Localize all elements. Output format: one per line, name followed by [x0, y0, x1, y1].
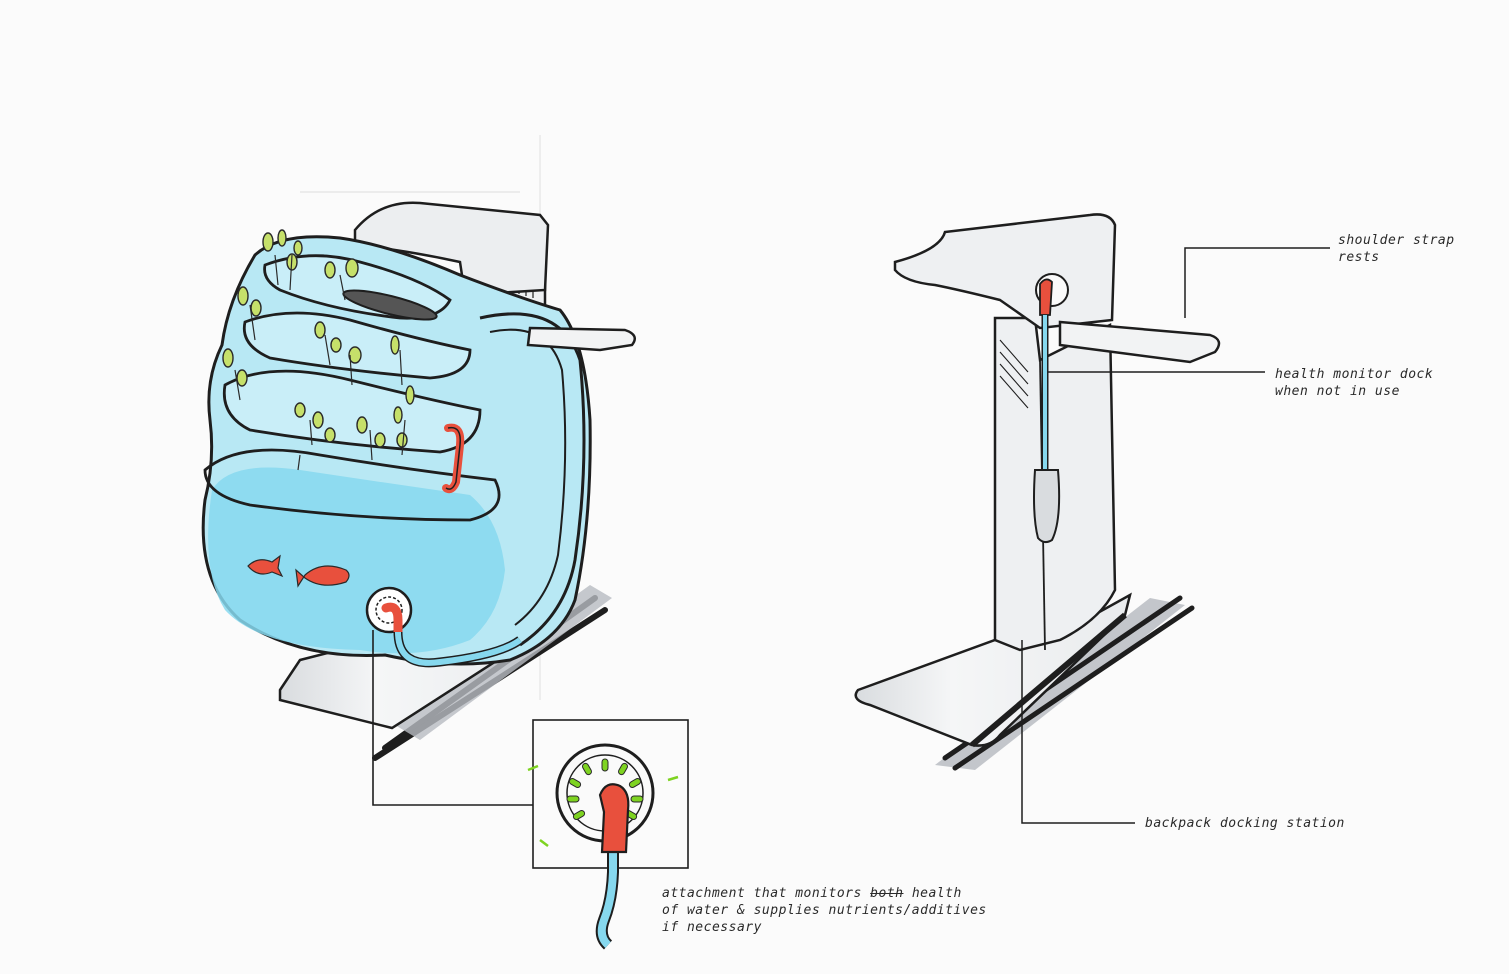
detail-connector	[598, 783, 630, 854]
hose-connector	[381, 602, 403, 637]
detail-leader	[372, 630, 533, 806]
station-top-saddle	[893, 213, 1117, 330]
fish	[247, 554, 350, 588]
docking-station	[854, 213, 1330, 824]
note-attachment-line2: of water & supplies nutrients/additives	[662, 903, 987, 918]
note-attachment-line3: if necessary	[662, 920, 762, 935]
note-health-monitor-dock: health monitor dock when not in use	[1275, 366, 1433, 400]
health-monitor-probe	[1033, 469, 1061, 544]
backpack-frame	[479, 312, 586, 647]
note-attachment-line1-struck: both	[870, 886, 904, 901]
note-attachment-line1-start: attachment that monitors	[662, 886, 862, 901]
leader-shoulder-strap	[1184, 247, 1330, 318]
note-shoulder-strap-line1: shoulder strap	[1338, 233, 1455, 248]
station-strap-rest	[1058, 320, 1221, 364]
note-attachment: attachment that monitors both health of …	[662, 885, 987, 936]
water-tank	[208, 467, 506, 654]
leader-docking-station	[1021, 640, 1135, 824]
note-shoulder-strap-line2: rests	[1338, 250, 1380, 265]
aquaponic-backpack-on-stand	[201, 135, 637, 806]
dock-red-clip	[1039, 278, 1053, 316]
note-health-dock-line2: when not in use	[1275, 384, 1400, 399]
plants	[222, 229, 415, 448]
note-docking-station-line1: backpack docking station	[1145, 816, 1345, 831]
fish-1	[247, 554, 284, 578]
note-health-dock-line1: health monitor dock	[1275, 367, 1434, 382]
shoulder-strap	[526, 326, 637, 352]
fish-2	[295, 565, 350, 588]
attachment-detail	[527, 719, 689, 950]
note-shoulder-strap: shoulder strap rests	[1338, 232, 1455, 266]
plant-stems	[234, 254, 406, 471]
note-attachment-line1-end: health	[911, 886, 962, 901]
note-attachment-line1: attachment that monitors both health	[662, 885, 987, 902]
note-docking-station: backpack docking station	[1145, 815, 1345, 832]
planter-tier-4	[203, 448, 501, 522]
planter-tier-2	[242, 311, 472, 380]
planter-tier-3	[222, 369, 482, 454]
